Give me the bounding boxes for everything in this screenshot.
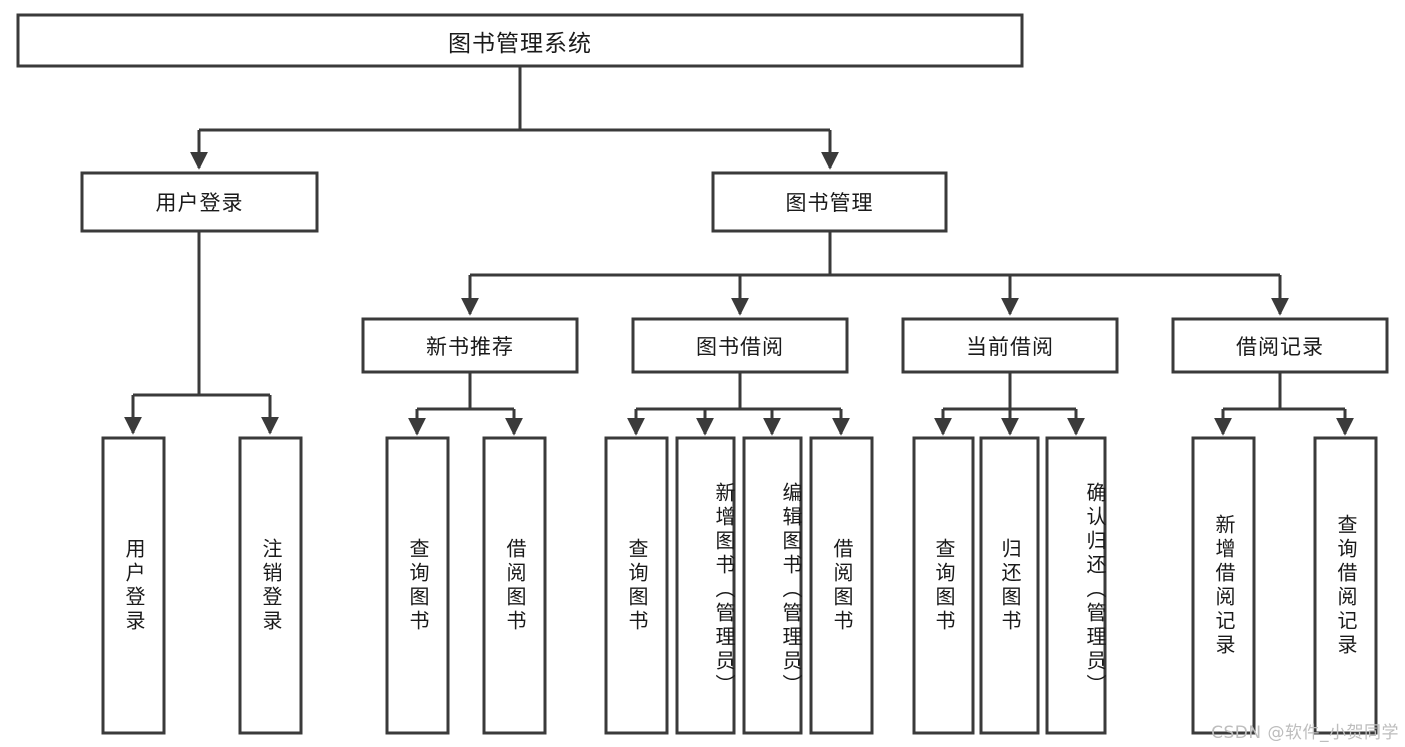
leaf-box-borrow-edit[interactable]: [742, 436, 803, 735]
node-box-user-login[interactable]: [80, 171, 319, 233]
node-box-book-manage[interactable]: [711, 171, 948, 233]
node-box-root[interactable]: [16, 13, 1024, 68]
leaf-box-cur-confirm[interactable]: [1045, 436, 1107, 735]
leaf-box-rec-query[interactable]: [385, 436, 450, 735]
leaf-box-borrow-do[interactable]: [809, 436, 874, 735]
leaf-box-logout[interactable]: [238, 436, 303, 735]
leaf-box-rec-add[interactable]: [1191, 436, 1256, 735]
leaf-box-rec-search[interactable]: [1313, 436, 1378, 735]
node-box-new-book-rec[interactable]: [361, 317, 579, 374]
node-box-current-borrow[interactable]: [901, 317, 1119, 374]
leaf-box-user-login[interactable]: [101, 436, 166, 735]
node-box-borrow-record[interactable]: [1171, 317, 1389, 374]
leaf-box-cur-query[interactable]: [912, 436, 975, 735]
leaf-box-borrow-query[interactable]: [604, 436, 669, 735]
node-box-book-borrow[interactable]: [631, 317, 849, 374]
leaf-box-rec-borrow[interactable]: [482, 436, 547, 735]
csdn-watermark: CSDN @软件_小贺同学: [1211, 723, 1399, 743]
leaf-box-cur-return[interactable]: [979, 436, 1040, 735]
leaf-box-borrow-add[interactable]: [675, 436, 736, 735]
